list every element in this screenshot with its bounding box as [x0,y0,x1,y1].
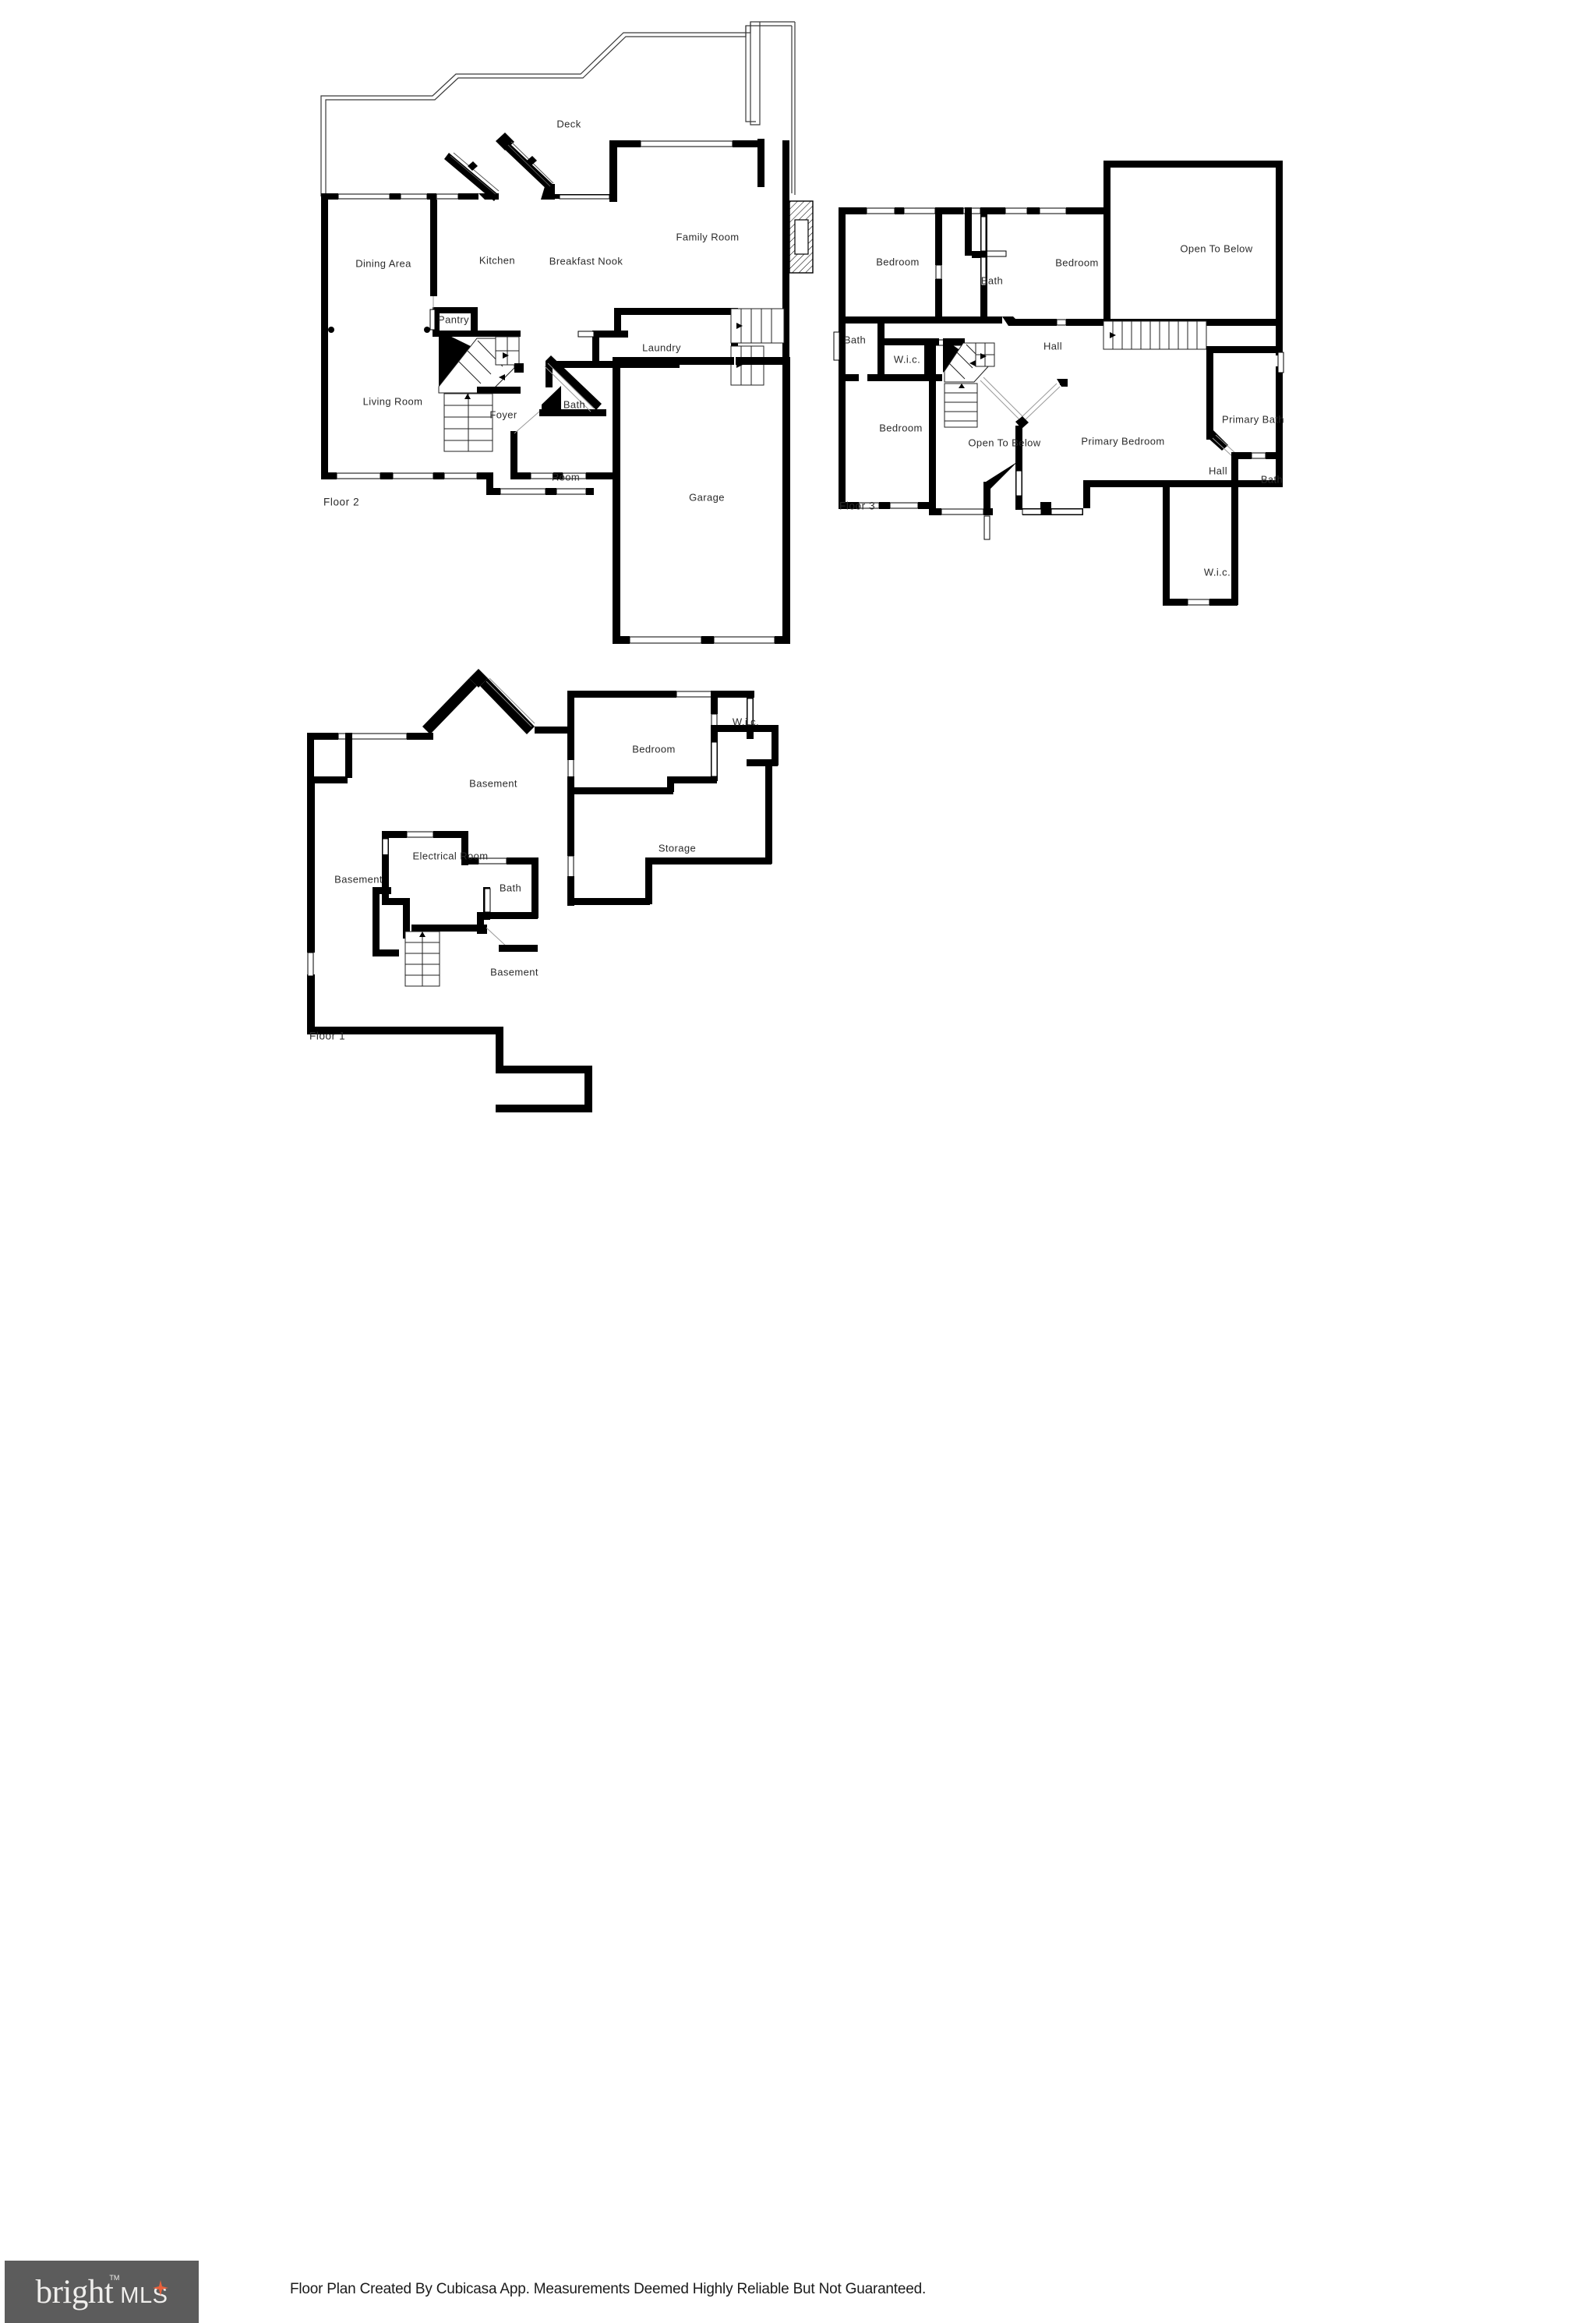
room-label: W.i.c. [1204,566,1231,578]
trademark-mark: TM [109,2273,120,2282]
floor-plan-canvas: Deck Dining Area Kitchen Breakfast Nook … [307,21,1284,1112]
fireplace [782,200,814,274]
room-label: Bedroom [632,743,676,755]
room-label: Hall [1043,340,1062,352]
room-label: W.i.c. [894,353,920,365]
floor-1-walls [307,669,779,1112]
floor-label-floor-3: Floor 3 [839,500,875,512]
room-label: Deck [556,118,581,129]
floor-1-room-labels: Basement Bedroom W.i.c. Storage Basement… [334,716,759,978]
floor-2-walls [321,133,814,644]
deck-outline [320,21,796,196]
room-label: Basement [334,873,383,885]
room-label: Foyer [489,408,517,420]
floor-1-group: Basement Bedroom W.i.c. Storage Basement… [307,669,779,1112]
room-label: Dining Area [355,257,411,269]
room-label: Breakfast Nook [549,255,623,267]
stairs-foyer-f2 [438,331,524,452]
disclaimer-text: Floor Plan Created By Cubicasa App. Meas… [289,2281,927,2297]
floor-3-walls [833,161,1284,606]
room-label: Open To Below [968,437,1040,448]
floor-plan-svg: Deck Dining Area Kitchen Breakfast Nook … [307,21,1284,1112]
floor-3-group: Bedroom Bath Bedroom Open To Below Bath … [833,161,1284,606]
room-label: Open To Below [1180,242,1252,254]
room-label: Basement [490,966,538,978]
stairs-basement [404,931,440,987]
room-label: Bedroom [876,256,920,267]
floor-2-room-labels: Deck Dining Area Kitchen Breakfast Nook … [355,118,739,503]
room-label: Room [552,471,580,483]
floor-label-floor-2: Floor 2 [323,497,359,508]
room-label: Electrical Room [412,850,488,861]
room-label: Family Room [676,231,740,242]
room-label: Basement [469,777,517,789]
room-label: Primary Bedroom [1081,435,1164,447]
room-label: Primary Bath [1222,413,1284,425]
room-label: Bath [500,882,521,893]
room-label: Bath [981,274,1003,286]
stairs-floor3 [1103,320,1207,350]
room-label: Kitchen [479,254,515,266]
room-label: Pantry [438,313,469,325]
room-label: W.i.c. [733,716,759,727]
room-label: Garage [689,491,725,503]
floor-2-group: Deck Dining Area Kitchen Breakfast Nook … [320,21,814,644]
footer-bar: bright TM MLS Floor Plan Created By Cubi… [0,1129,1596,2323]
room-label: Bath [563,398,585,410]
room-label: Laundry [642,341,681,353]
floor-label-floor-1: Floor 1 [309,1031,345,1042]
room-label: Storage [659,842,696,854]
room-label: Living Room [363,395,423,407]
floor-3-room-labels: Bedroom Bath Bedroom Open To Below Bath … [844,242,1284,578]
room-label: Bath [844,334,866,345]
room-label: Hall [1209,465,1227,476]
room-label: Bedroom [1055,256,1099,268]
room-label: Bath [1261,473,1283,485]
stairs-hall-f3 [943,338,995,428]
stairs-laundry [730,308,785,386]
room-label: Bedroom [879,422,923,433]
